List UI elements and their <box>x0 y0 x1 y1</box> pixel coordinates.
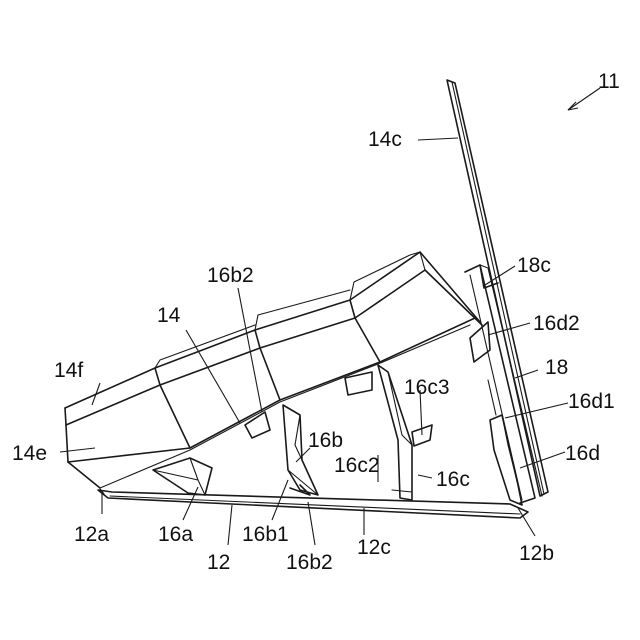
brace-16d <box>470 322 522 505</box>
rear-panel-14c <box>447 80 548 503</box>
label-18c: 18c <box>517 254 551 277</box>
label-12c: 12c <box>357 536 391 559</box>
label-16d: 16d <box>565 442 600 465</box>
roof-panel-14 <box>65 252 482 488</box>
label-12a: 12a <box>74 523 109 546</box>
label-14c: 14c <box>368 128 402 151</box>
label-16b2-top: 16b2 <box>207 264 254 287</box>
label-16d2: 16d2 <box>533 312 580 335</box>
leader-lines <box>60 88 600 545</box>
label-12: 12 <box>207 551 230 574</box>
label-14e: 14e <box>12 442 47 465</box>
label-16c: 16c <box>436 468 470 491</box>
label-16b1: 16b1 <box>242 523 289 546</box>
label-18: 18 <box>545 356 568 379</box>
label-16a: 16a <box>158 523 193 546</box>
label-14: 14 <box>157 304 181 327</box>
label-11: 11 <box>598 70 620 93</box>
label-16d1: 16d1 <box>568 390 615 413</box>
brace-16a <box>153 458 212 495</box>
label-16c3: 16c3 <box>404 376 450 399</box>
label-16b2-bottom: 16b2 <box>286 551 333 574</box>
label-12b: 12b <box>519 542 554 565</box>
label-16c2: 16c2 <box>334 454 380 477</box>
label-16b: 16b <box>308 429 343 452</box>
label-14f: 14f <box>54 359 83 382</box>
